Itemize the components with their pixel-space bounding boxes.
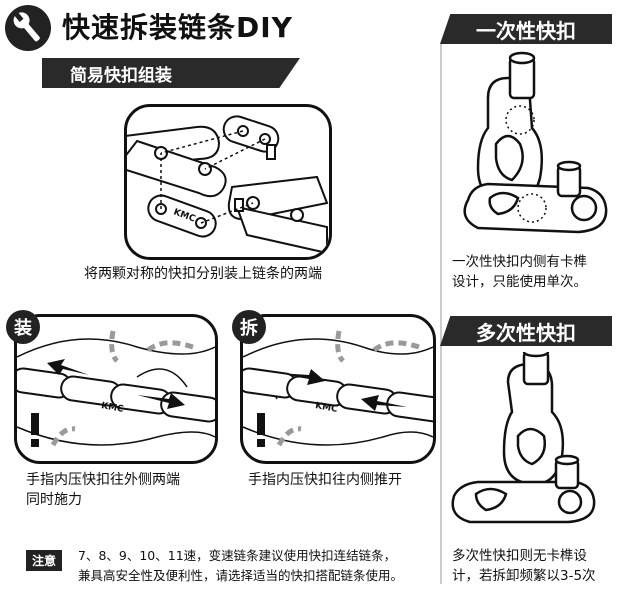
warning-icon [257,413,265,447]
note-line2: 兼具高安全性及便利性，请选择适当的快扣搭配链条使用。 [78,566,403,586]
single-use-banner: 一次性快扣 [440,14,612,44]
single-use-link-illustration [448,48,614,244]
chain-assembly-illustration [127,107,329,257]
wrench-logo-icon [4,4,52,52]
single-use-desc: 一次性快扣内侧有卡榫 设计，只能使用单次。 [452,252,587,292]
note-text: 7、8、9、10、11速，变速链条建议使用快扣连结链条， 兼具高安全性及便利性，… [78,546,403,586]
column-divider [440,44,442,584]
note-line1: 7、8、9、10、11速，变速链条建议使用快扣连结链条， [78,546,403,566]
remove-caption: 手指内压快扣往内侧推开 [248,470,402,490]
install-illustration [17,317,215,461]
multi-use-desc: 多次性快扣则无卡榫设 计，若拆卸频繁以3-5次 [452,546,596,586]
assembly-caption: 将两颗对称的快扣分别装上链条的两端 [84,264,322,284]
remove-badge: 拆 [232,310,266,344]
section-banner-assembly: 简易快扣组装 [42,58,300,88]
note-tag: 注意 [26,550,62,571]
warning-icon [31,413,39,447]
multi-use-desc-line2: 计，若拆卸频繁以3-5次 [452,566,596,586]
install-caption-line2: 同时施力 [26,490,180,510]
install-badge: 装 [6,310,40,344]
multi-use-banner: 多次性快扣 [440,316,612,346]
install-caption: 手指内压快扣往外侧两端 同时施力 [26,470,180,510]
install-panel: KMC [14,314,218,464]
multi-use-desc-line1: 多次性快扣则无卡榫设 [452,546,596,566]
remove-panel: KMC [240,314,436,464]
single-use-desc-line2: 设计，只能使用单次。 [452,272,587,292]
page-title: 快速拆装链条DIY [62,6,293,46]
remove-illustration [243,317,433,461]
multi-use-link-illustration [448,352,614,542]
chain-assembly-panel: KMC [124,104,332,260]
single-use-desc-line1: 一次性快扣内侧有卡榫 [452,252,587,272]
install-caption-line1: 手指内压快扣往外侧两端 [26,470,180,490]
